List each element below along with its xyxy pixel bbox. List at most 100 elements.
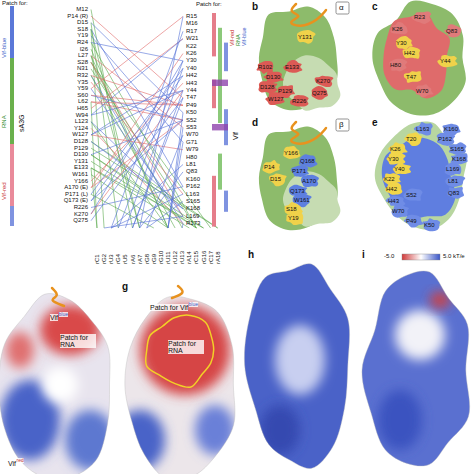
patch-label: Patch for RNA: [60, 334, 96, 348]
residue-label: D130: [266, 74, 280, 80]
surface-outline: [0, 293, 110, 474]
patch-bar: [212, 176, 216, 227]
surface-e: [375, 121, 468, 231]
residue-label: L169: [446, 166, 459, 172]
sa3g-residue: W161: [72, 171, 88, 177]
residue-label: H80: [390, 62, 401, 68]
residue-label: P49: [406, 218, 417, 224]
residue-label: K26: [392, 26, 403, 32]
patch-heading: Patch for:: [196, 1, 222, 7]
patch-bar: [218, 154, 222, 190]
sa3g-residue: Y59: [77, 85, 88, 91]
vif-residue: S53: [186, 124, 197, 130]
contact-line: [168, 128, 183, 229]
residue-label: Q275: [312, 90, 327, 96]
rna-base: rG16: [201, 251, 207, 264]
protein-surface: [283, 171, 341, 227]
panel-letter: h: [248, 250, 254, 260]
view-icon: [336, 119, 349, 131]
sa3g-residue: A170 (E): [64, 184, 88, 190]
protein-ribbon: [52, 288, 64, 306]
patch-bar: [10, 206, 14, 226]
rna-base: rG9: [151, 254, 157, 264]
residue-label: W127: [268, 96, 284, 102]
view-icon: [336, 2, 349, 14]
panel-letter: b: [252, 2, 258, 12]
potential-spot: [275, 325, 325, 395]
surface-patch: [437, 55, 457, 67]
protein-surface: [375, 121, 467, 229]
residue-label: Q168: [300, 158, 315, 164]
superscript: blue: [189, 302, 198, 307]
vif-residue: Y40: [186, 65, 197, 71]
surface-d: [259, 122, 341, 230]
contact-line: [91, 49, 168, 228]
surface-base: [350, 240, 474, 474]
surface-patch: [404, 132, 422, 146]
residue-label: E133: [285, 64, 299, 70]
vif-residue: H80: [186, 154, 197, 160]
residue-label: W70: [416, 88, 428, 94]
contact-line: [91, 69, 196, 228]
protein-ribbon: [172, 286, 183, 298]
vif-residue: Y30: [186, 57, 197, 63]
sa3g-residue: S28: [77, 59, 88, 65]
residue-label: H42: [404, 50, 415, 56]
surface-patch: [389, 59, 407, 72]
sa3g-residue: N31: [77, 65, 88, 71]
patch-bar: [10, 6, 14, 58]
view-symbol: α: [339, 4, 344, 12]
residue-label: W70: [392, 208, 404, 214]
surface-patch: [315, 76, 334, 87]
surface-patch: [283, 60, 302, 73]
contact-line: [91, 120, 183, 201]
surface-base: [232, 229, 367, 474]
sa3g-residue: Y124: [74, 125, 88, 131]
residue-label: S52: [406, 192, 417, 198]
patch-label: Vif: [8, 460, 16, 467]
surface-patch: [445, 162, 462, 176]
residue-label: S165: [450, 146, 464, 152]
contact-line: [182, 224, 184, 228]
potential-spot: [260, 405, 300, 455]
residue-label: Y166: [284, 150, 298, 156]
potential-spot: [40, 305, 100, 355]
patch-overlap: [212, 124, 228, 130]
rna-base: rG8: [144, 254, 150, 264]
surface-patch: [286, 211, 303, 225]
patch-label: Vif-blue: [1, 38, 7, 58]
contact-line: [91, 39, 183, 115]
contact-line: [91, 98, 183, 221]
vif-residue: L81: [186, 161, 196, 167]
potential-spot: [6, 332, 34, 368]
residue-label: Y30: [396, 40, 407, 46]
patch-label: Vif-red: [1, 182, 7, 200]
residue-label: W161: [294, 197, 310, 203]
potential-spot: [395, 310, 445, 360]
sa3g-residue: S18: [77, 26, 88, 32]
residue-label: R226: [292, 98, 306, 104]
patch-bar: [10, 58, 14, 144]
contact-line: [91, 17, 183, 89]
residue-label: P129: [278, 88, 292, 94]
residue-label: D128: [260, 84, 274, 90]
sa3g-residue: I26: [80, 46, 88, 52]
vif-residue: H42: [186, 72, 197, 78]
surface-patch: [392, 204, 409, 217]
protein-surface: [283, 55, 341, 111]
surface-patch: [301, 175, 319, 187]
surface-patch: [283, 146, 300, 159]
color-scale: [402, 254, 440, 260]
residue-label: P14: [264, 164, 275, 170]
contact-line: [91, 155, 196, 228]
potential-spot: [42, 367, 78, 403]
sa3g-residue: E133: [74, 164, 88, 170]
contact-line: [91, 54, 183, 188]
surface-patch: [437, 133, 455, 146]
surface-patch: [404, 71, 422, 83]
patch-bar: [10, 144, 14, 206]
potential-spot: [65, 410, 115, 470]
surface-patch: [258, 81, 277, 93]
electrostatic-surface: [350, 240, 474, 474]
